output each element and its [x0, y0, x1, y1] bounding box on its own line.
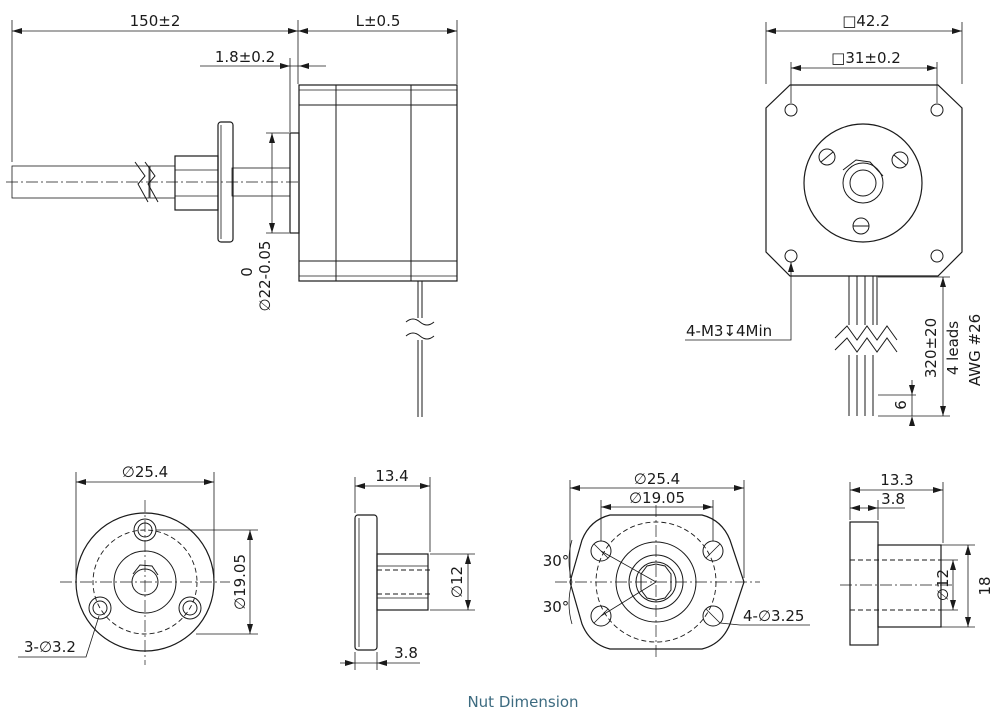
nut2-angle-bottom-label: 30°: [543, 598, 570, 616]
nut2-flange-height-label: 18: [976, 576, 994, 595]
nut2-outer-diameter-label: ∅25.4: [634, 470, 680, 488]
nut-side-view-1: 13.4 ∅12 3.8: [340, 467, 475, 670]
nut1-hole-left: [88, 596, 112, 620]
nut2-hole-top-right: [702, 540, 724, 562]
nut2-shank-label: ∅12: [934, 569, 952, 601]
lead-count-label: 4 leads: [944, 321, 962, 375]
leader-nut1-holes: [18, 615, 100, 658]
dim-nut2-length: [849, 482, 944, 543]
nut-front-view-1: ∅25.4 ∅19.05 3-∅3.2: [18, 463, 258, 665]
motor-face-plate: [765, 84, 963, 277]
front-boss: [803, 123, 923, 243]
motor-front-view: □42.2 □31±0.2 4-M3↧4Min 320±20 4 leads: [685, 12, 984, 426]
nut2-angle-top-label: 30°: [543, 552, 570, 570]
nut2-bolt-circle-label: ∅19.05: [629, 489, 685, 507]
dim-lead-length: [878, 276, 950, 426]
dim-flange-thickness: [200, 58, 326, 132]
dim-nut2-bolt-circle: [600, 500, 714, 541]
lead-length-label: 320±20: [922, 318, 940, 378]
dim-nut1-outer: [75, 472, 215, 578]
dim-nut2-flange: [850, 500, 905, 520]
nut1-bolt-circle-label: ∅19.05: [231, 554, 249, 610]
frame-size-label: □42.2: [842, 12, 890, 30]
dim-nut1-flange: [340, 652, 420, 670]
caption: Nut Dimension: [467, 693, 578, 711]
dim-motor-length: [298, 20, 458, 84]
nut1-holes-label: 3-∅3.2: [24, 638, 76, 656]
leader-mount-holes: [685, 262, 794, 341]
lead-screw: [6, 161, 300, 203]
dim-nut2-flange-height: [941, 544, 975, 628]
dim-nut1-length: [354, 477, 431, 552]
mount-holes-label: 4-M3↧4Min: [686, 322, 772, 340]
boss-diameter-label: ∅22-0.05: [256, 241, 274, 312]
dim-nut1-shank: [430, 553, 475, 611]
dim-screw-length: [11, 20, 299, 162]
dim-frame-size: [765, 22, 963, 84]
lead-wire-side: [405, 281, 435, 417]
nut-front-view-2: 30° 30° ∅25.4 ∅19.05 4-∅3.25: [543, 470, 810, 660]
dim-boss-diameter: [266, 132, 289, 234]
mount-hole-bottom-left: [784, 249, 798, 263]
nut2-flange-label: 3.8: [881, 490, 905, 508]
nut2-holes-label: 4-∅3.25: [743, 607, 804, 625]
dim-nut2-shank: [941, 559, 958, 611]
mount-hole-top-left: [784, 103, 798, 117]
nut1-outer-diameter-label: ∅25.4: [122, 463, 168, 481]
leader-nut2-holes: [719, 622, 810, 626]
lead-gauge-label: AWG #26: [966, 314, 984, 386]
dim-nut1-bolt-circle: [156, 529, 258, 635]
flange-thickness-label: 1.8±0.2: [215, 48, 275, 66]
nut2-length-label: 13.3: [880, 471, 913, 489]
strip-length-label: 6: [892, 400, 910, 410]
nut1-shank-label: ∅12: [448, 566, 466, 598]
motor-length-label: L±0.5: [356, 12, 401, 30]
screw-length-label: 150±2: [130, 12, 181, 30]
motor-side-view: 150±2 L±0.5 1.8±0.2 0 ∅22-0.05: [6, 12, 458, 417]
boss-diameter-tol-label: 0: [238, 267, 256, 277]
dim-nut2-outer: [569, 480, 745, 578]
hole-spacing-label: □31±0.2: [831, 49, 901, 67]
nut2-hole-bottom-right: [702, 605, 724, 627]
nut-side-view-2: 13.3 3.8 ∅12 18: [840, 471, 994, 646]
lead-wires-front: [834, 276, 898, 416]
motor-body: [289, 84, 458, 282]
mount-hole-bottom-right: [930, 249, 944, 263]
dim-hole-spacing: [790, 62, 938, 103]
nut1-length-label: 13.4: [375, 467, 408, 485]
nut1-hole-right: [178, 596, 202, 620]
lead-screw-nut: [174, 121, 234, 243]
nut1-flange-label: 3.8: [394, 644, 418, 662]
mount-hole-top-right: [930, 103, 944, 117]
